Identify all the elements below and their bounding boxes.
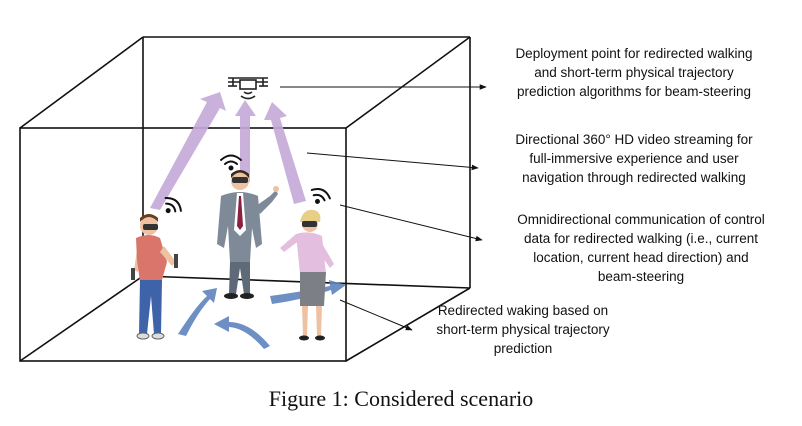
beam-arrows bbox=[150, 92, 306, 210]
label-video-streaming: Directional 360° HD video streaming for … bbox=[515, 132, 753, 185]
label-deployment-point: Deployment point for redirected walking … bbox=[515, 46, 753, 99]
controller-icon bbox=[131, 268, 135, 280]
label-omnidirectional-communication: Omnidirectional communication of control… bbox=[517, 212, 765, 284]
wifi-icon bbox=[310, 188, 331, 204]
label-redirected-walking: Redirected waking based on short-term ph… bbox=[436, 303, 610, 356]
person-center bbox=[217, 170, 279, 299]
vr-headset-icon bbox=[302, 221, 317, 227]
wifi-icon bbox=[164, 197, 182, 214]
controller-icon bbox=[174, 254, 178, 268]
pointer-lines bbox=[280, 84, 487, 331]
vr-headset-icon bbox=[232, 177, 248, 183]
room-cube bbox=[19, 36, 471, 362]
person-left bbox=[131, 214, 178, 340]
wifi-icon bbox=[220, 154, 242, 171]
drone-icon bbox=[228, 77, 268, 100]
figure-caption: Figure 1: Considered scenario bbox=[268, 386, 534, 411]
vr-headset-icon bbox=[143, 224, 158, 230]
person-right bbox=[280, 209, 334, 341]
